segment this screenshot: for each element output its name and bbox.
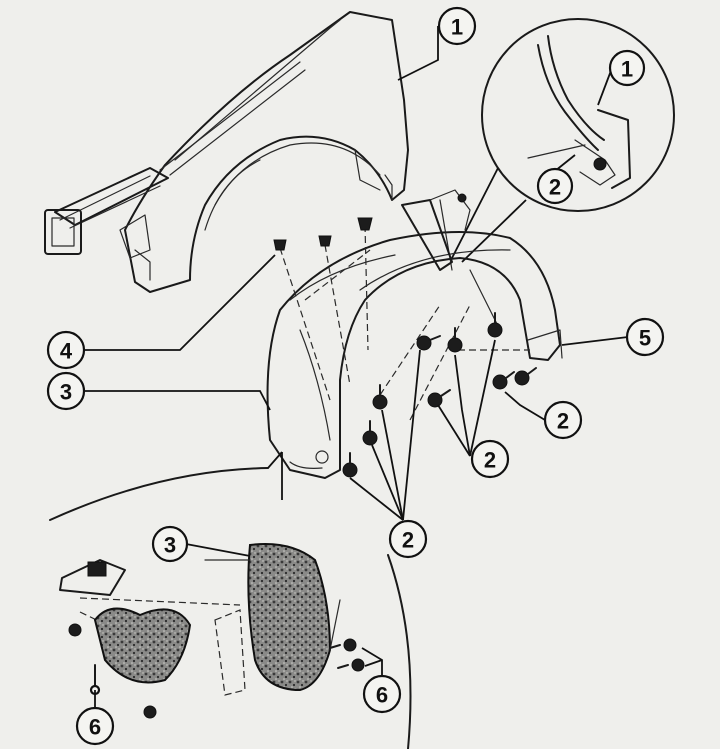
screw-icon [514,367,537,386]
svg-text:2: 2 [549,175,561,200]
fender-panel [124,11,409,293]
callout-4: 4 [46,330,86,370]
callout-5: 5 [625,317,665,357]
push-clip-icon [318,235,332,247]
screw-icon [337,658,365,672]
screw-icon [372,384,388,410]
callout-6-right: 6 [362,674,402,714]
svg-text:2: 2 [557,409,569,434]
svg-text:1: 1 [451,15,463,40]
mud-flap-front [401,199,453,271]
svg-text:1: 1 [621,57,633,82]
screw-icon [329,638,357,652]
screw-icon [362,420,378,446]
fender-support-rail [44,167,169,259]
callout-3-main: 3 [46,371,86,411]
svg-text:2: 2 [402,528,414,553]
clip-fastener-icon [593,157,607,171]
screw-icon [342,452,358,478]
svg-text:3: 3 [164,533,176,558]
callout-leaders [84,26,629,708]
lower-liner-section [93,607,192,684]
fastener-group [273,217,537,478]
screw-icon [427,389,451,408]
screw-icon [416,335,441,351]
install-guides [279,224,530,421]
push-clip-icon [273,239,287,251]
wheelhouse-liner [266,189,563,479]
svg-text:6: 6 [89,715,101,740]
screw-icon [492,371,515,390]
push-clip-icon [357,217,373,231]
callout-1-detail: 1 [608,49,646,87]
svg-text:6: 6 [376,683,388,708]
callout-2-bottom: 2 [388,519,428,559]
callout-3-inset: 3 [151,525,189,563]
svg-text:3: 3 [60,380,72,405]
screw-icon [68,623,82,637]
screw-icon [143,705,157,719]
callout-2-detail: 2 [536,167,574,205]
svg-text:5: 5 [639,326,651,351]
callout-2-right: 2 [543,400,583,440]
splash-shield-section [247,543,332,692]
callout-2-center: 2 [470,439,510,479]
callout-1-fender: 1 [437,6,477,46]
callout-6-left: 6 [75,706,115,746]
svg-text:4: 4 [60,339,73,364]
strut-mount-icon [457,193,467,203]
screw-icon [487,312,503,338]
inset-detail [49,451,412,749]
screw-icon [447,327,463,353]
svg-text:2: 2 [484,448,496,473]
detail-magnifier [451,18,675,263]
